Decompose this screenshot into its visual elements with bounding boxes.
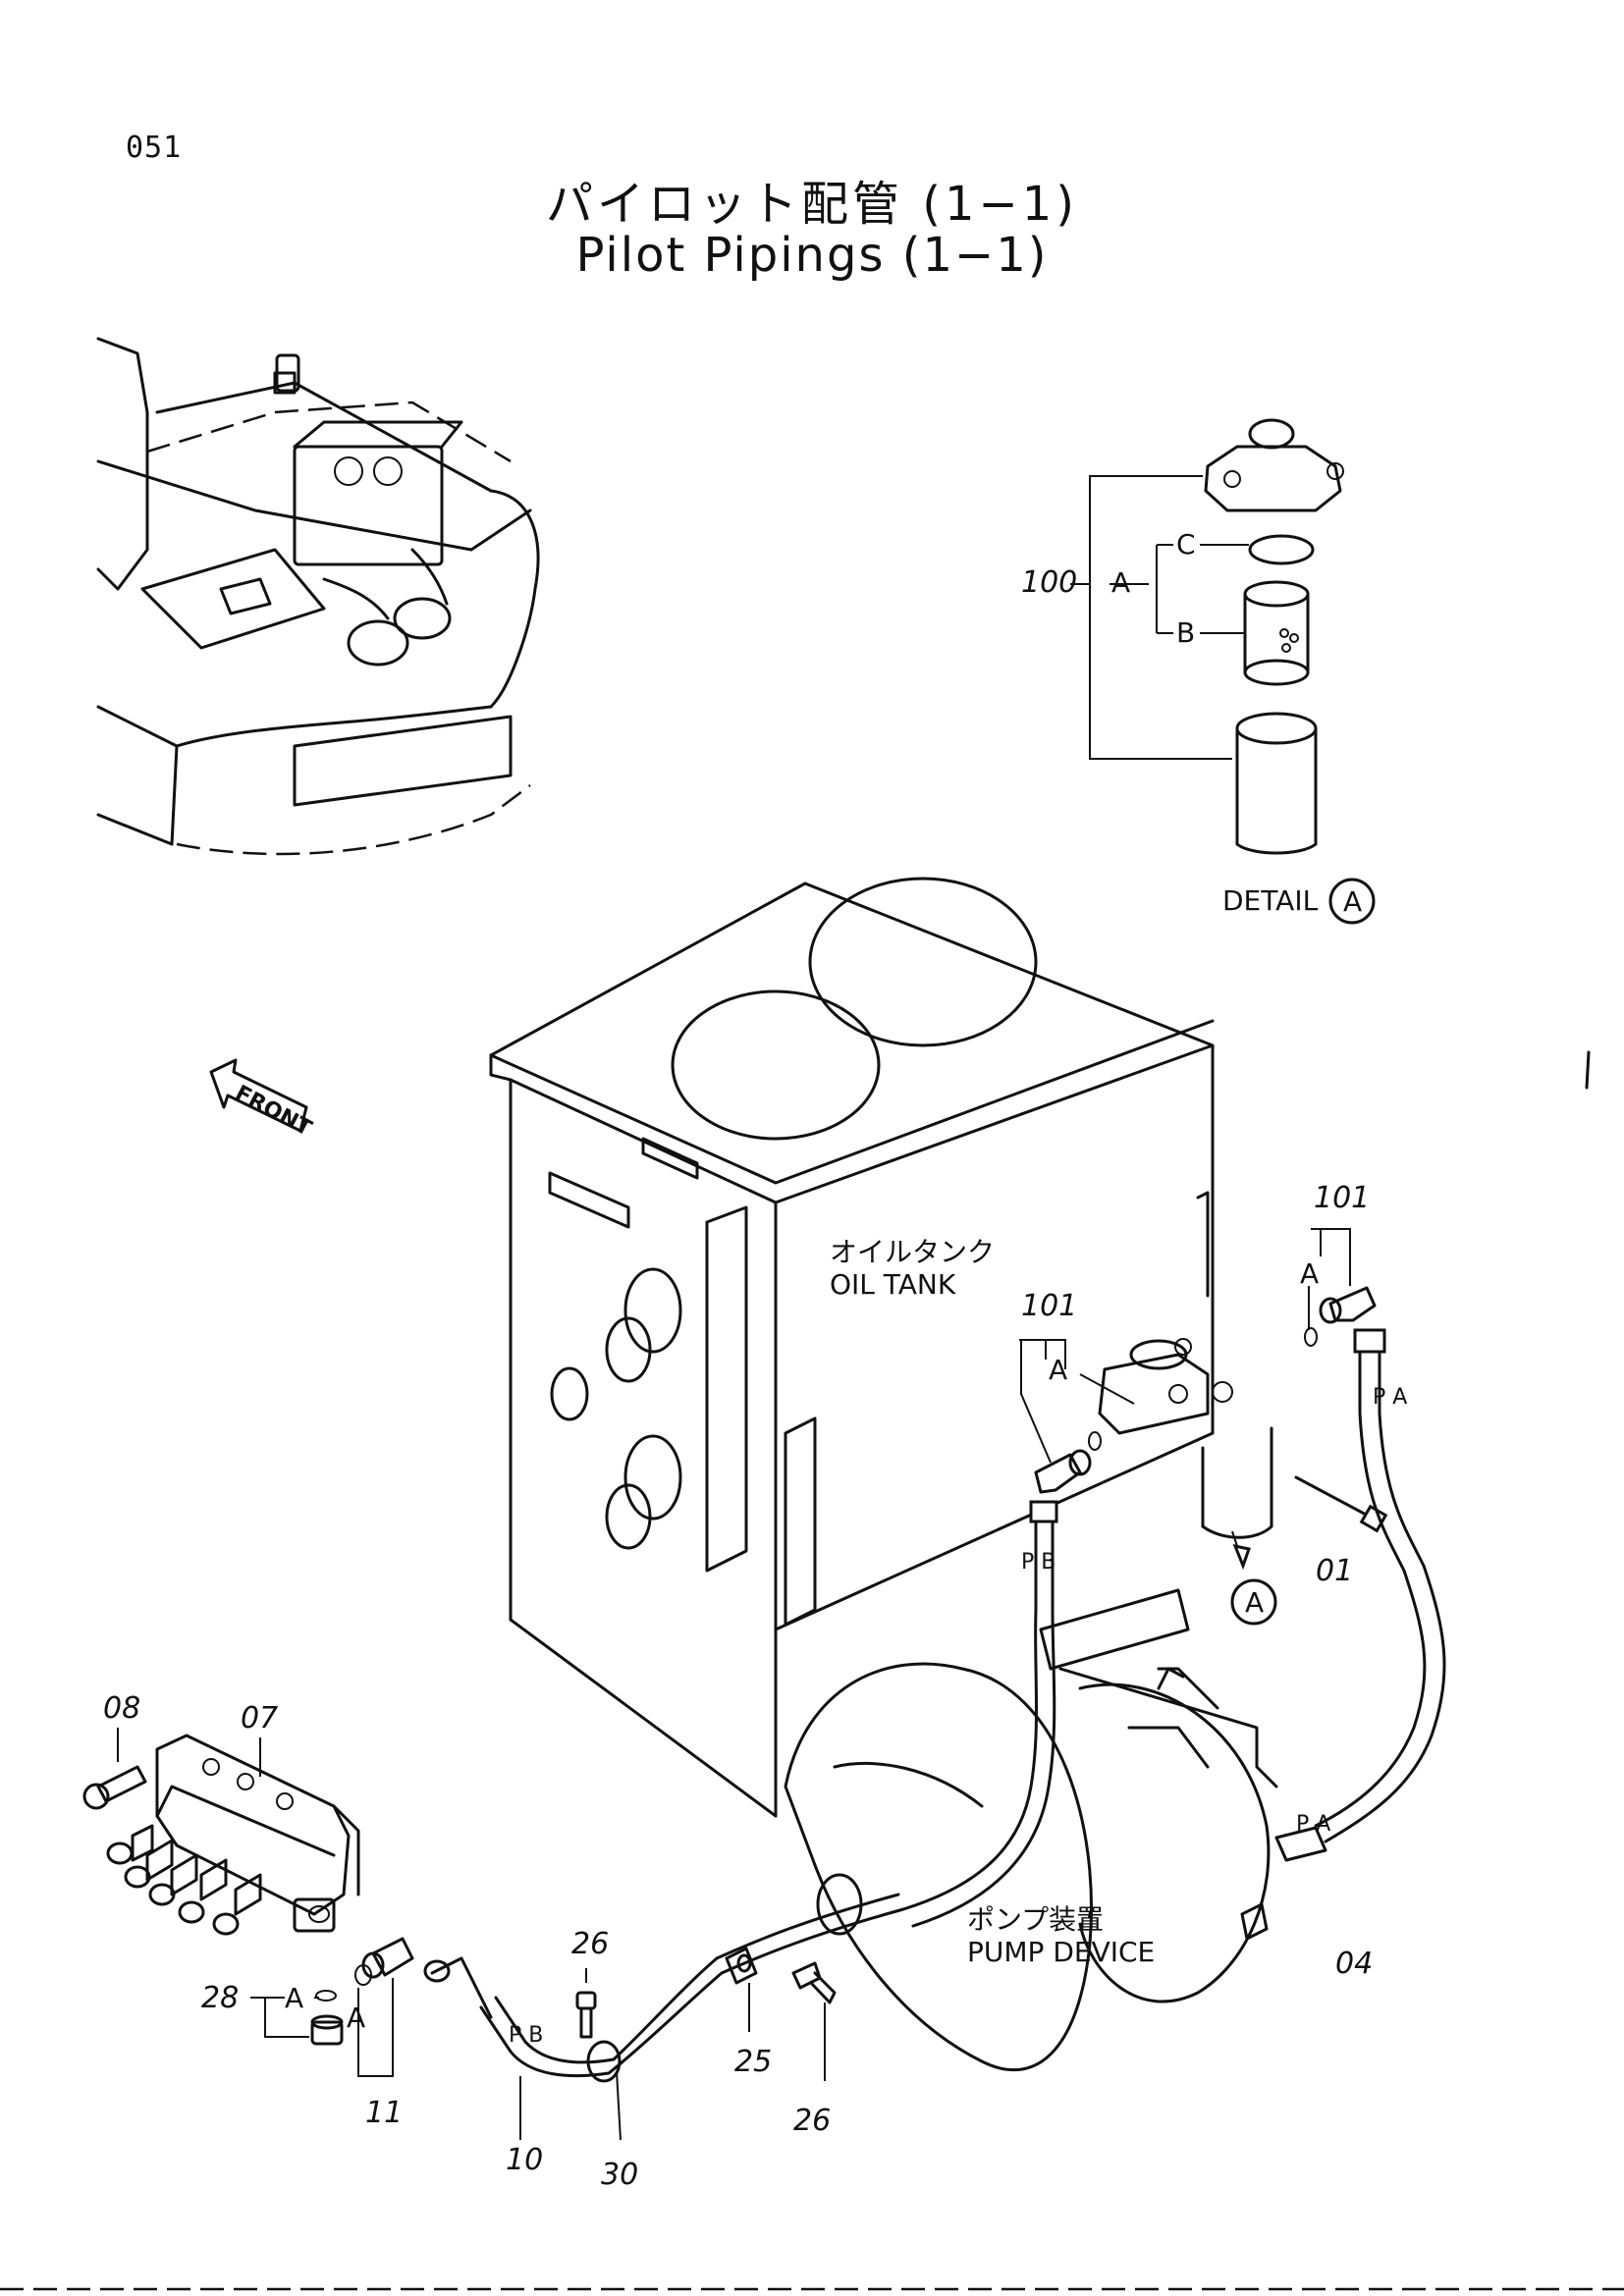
callout-28-a: A xyxy=(285,1982,303,2014)
callout-26-lower: 26 xyxy=(793,2104,831,2138)
oil-tank-label-jp: オイルタンク xyxy=(830,1236,995,1268)
callout-11-a: A xyxy=(347,2002,365,2034)
lower-elbow-fitting-101 xyxy=(1019,1339,1102,1494)
detail-marker-label: A xyxy=(1343,885,1362,918)
plug-28 xyxy=(250,1990,344,2046)
filter-location-marker-label: A xyxy=(1245,1586,1264,1619)
oil-tank-label-en: OIL TANK xyxy=(830,1268,956,1301)
adapter-fitting-11 xyxy=(357,1937,414,2077)
callout-04: 04 xyxy=(1335,1947,1373,1981)
callout-101-lower-a: A xyxy=(1049,1354,1067,1386)
pilot-filter-assembly xyxy=(1079,1338,1388,1571)
callout-08: 08 xyxy=(103,1691,140,1726)
callout-101-upper: 101 xyxy=(1314,1181,1370,1215)
hose-10 xyxy=(423,1956,616,2078)
port-pb-lower-label: P B xyxy=(509,2023,543,2048)
callout-100-c: C xyxy=(1176,528,1196,561)
callout-100: 100 xyxy=(1021,565,1077,600)
callout-101-lower: 101 xyxy=(1021,1289,1077,1323)
callout-101-upper-a: A xyxy=(1300,1257,1319,1290)
page-number: 051 xyxy=(126,131,183,165)
callout-30: 30 xyxy=(601,2158,638,2192)
bolt-08 xyxy=(82,1765,147,1810)
page-title-english: Pilot Pipings (1−1) xyxy=(575,228,1049,283)
upper-elbow-fitting-101 xyxy=(1304,1228,1377,1347)
callout-100-a: A xyxy=(1111,566,1130,599)
pipe-pb xyxy=(901,1500,1058,1928)
bolt-26-upper xyxy=(575,1968,597,2039)
clamp-30 xyxy=(586,2040,622,2141)
callout-11: 11 xyxy=(365,2096,403,2130)
callout-10: 10 xyxy=(506,2143,543,2177)
pilot-pipe-to-pump xyxy=(607,1893,905,2075)
detail-caption: DETAIL xyxy=(1222,884,1319,917)
pump-device xyxy=(784,1588,1278,2072)
port-pb-upper-label: P B xyxy=(1021,1550,1056,1575)
margin-mark xyxy=(1585,1050,1591,1090)
clamp-bracket-25 xyxy=(725,1947,758,2032)
callout-28: 28 xyxy=(201,1981,239,2015)
bolt-26-lower xyxy=(791,1961,837,2081)
hose-04 xyxy=(1274,1328,1446,1862)
filter-location-marker xyxy=(1230,1578,1277,1626)
callout-26-upper: 26 xyxy=(571,1927,609,1961)
callout-01: 01 xyxy=(1316,1554,1353,1588)
port-pa-lower-label: P A xyxy=(1296,1812,1330,1837)
pump-device-label-en: PUMP DEVICE xyxy=(967,1936,1155,1968)
pilot-valve-block-07 xyxy=(106,1734,372,1986)
detail-marker-circle xyxy=(1328,878,1376,925)
front-arrow-icon xyxy=(209,1058,308,1133)
page-title-japanese: パイロット配管 (1−1) xyxy=(545,177,1078,232)
callout-07: 07 xyxy=(241,1701,278,1735)
port-pa-upper-label: P A xyxy=(1373,1385,1407,1410)
callout-100-b: B xyxy=(1176,616,1195,649)
callout-25: 25 xyxy=(734,2045,772,2079)
pump-device-label-jp: ポンプ装置 xyxy=(967,1903,1104,1936)
detail-a-exploded-view xyxy=(1070,418,1344,855)
oil-tank xyxy=(489,877,1215,1818)
machine-overview-sketch xyxy=(96,337,540,856)
